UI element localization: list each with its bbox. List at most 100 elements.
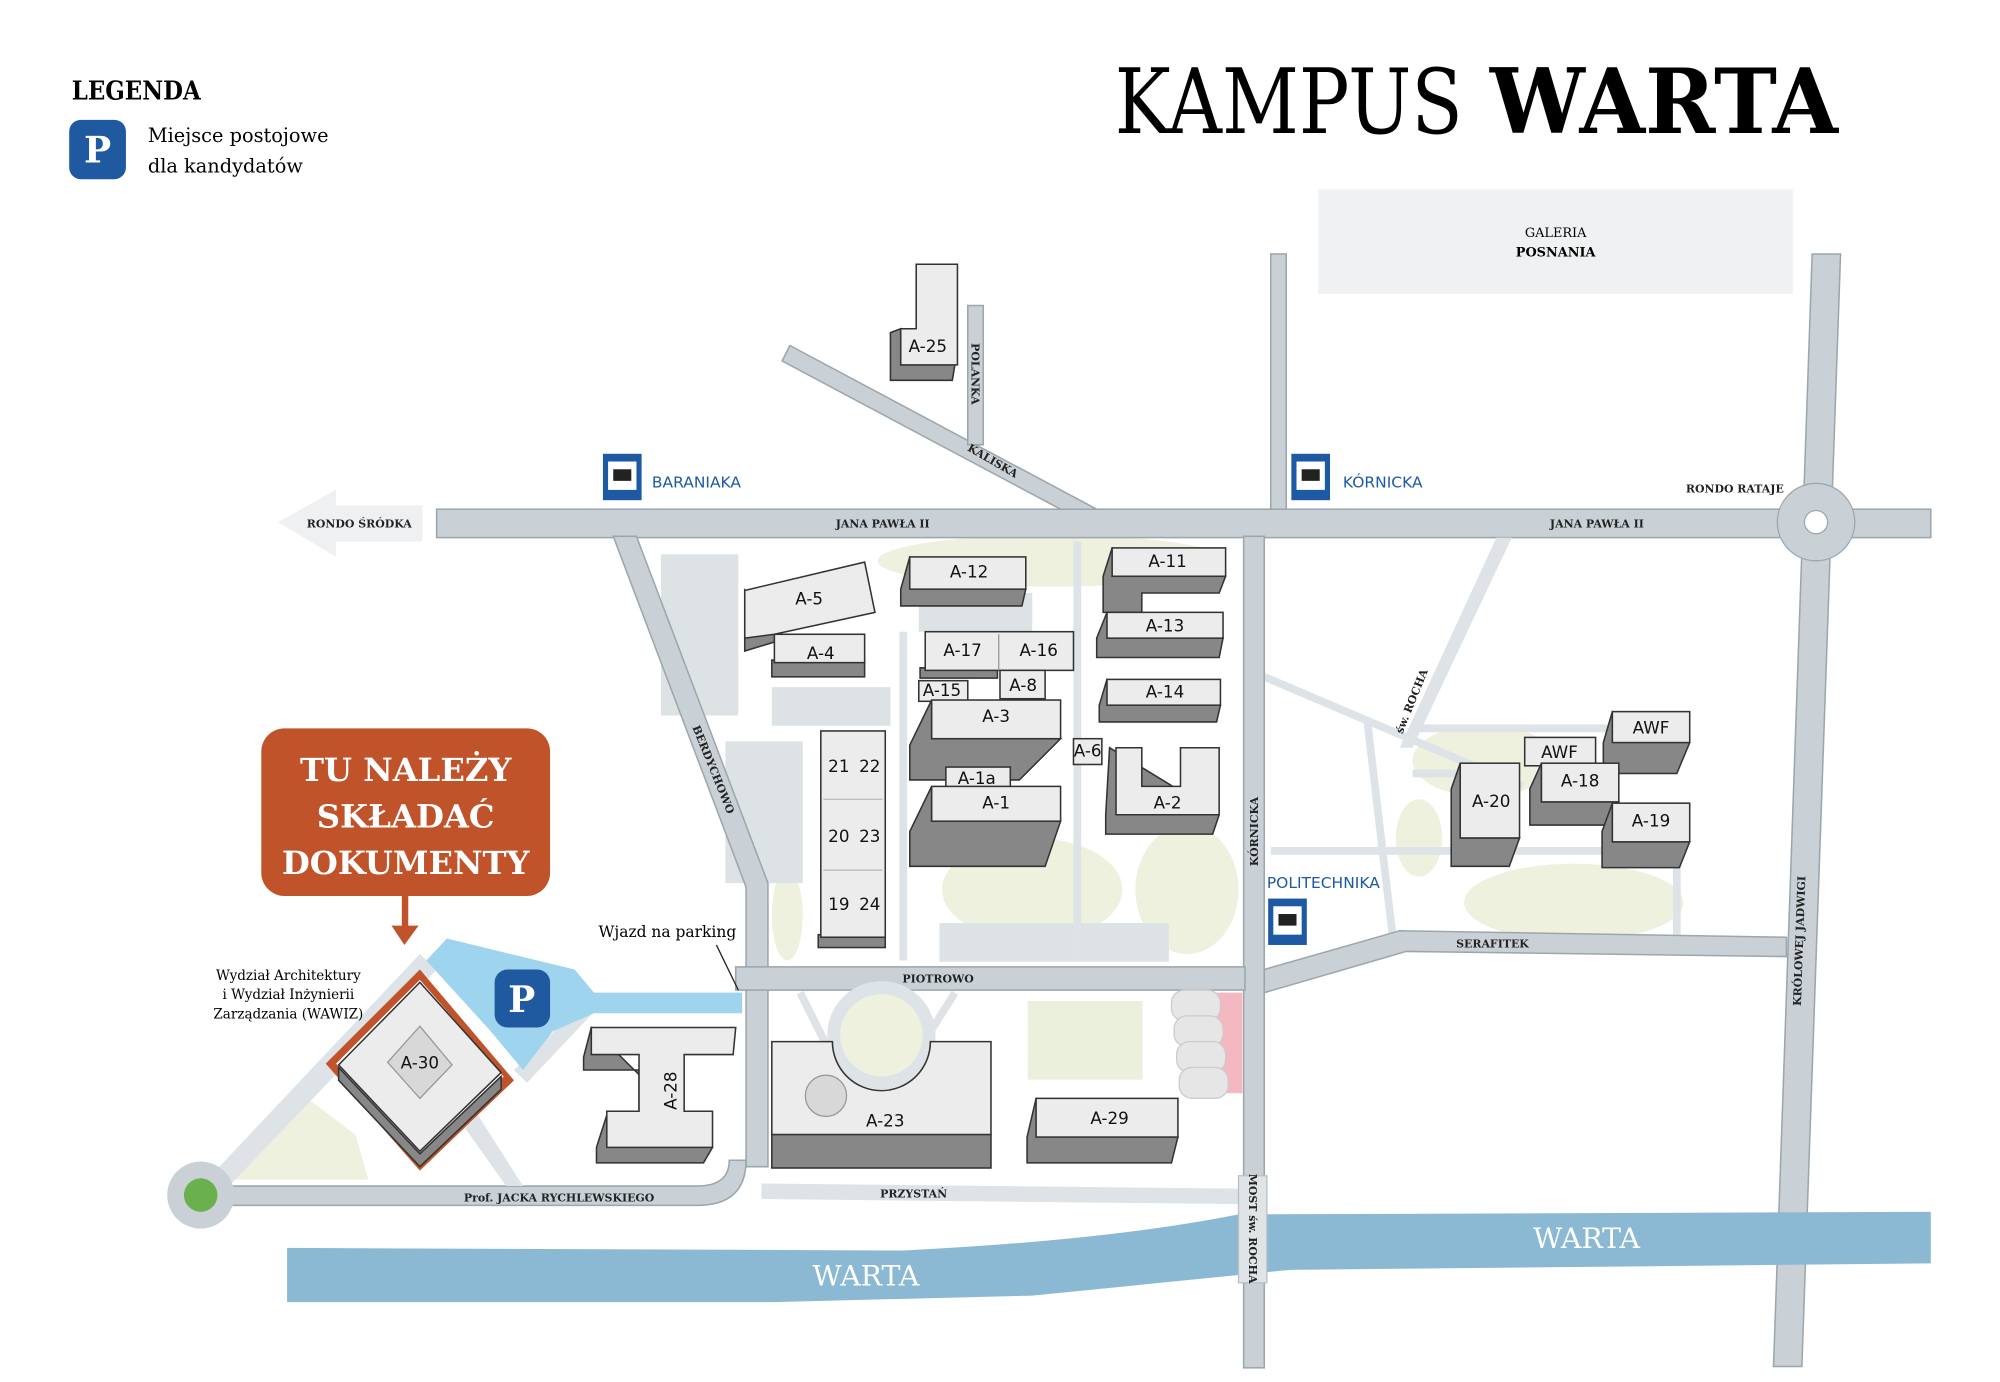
street-polanka: POLANKA (969, 343, 982, 405)
rondo-srodka-arrow: RONDO ŚRÓDKA (278, 489, 423, 557)
title-warta: WARTA (1489, 49, 1840, 155)
faculty-label-line3: Zarządzania (WAWIZ) (213, 1006, 363, 1022)
building-a6[interactable]: A-6 (1072, 737, 1103, 766)
svg-text:24: 24 (859, 894, 880, 914)
svg-text:A-5: A-5 (795, 589, 823, 609)
roundabout-green (183, 1178, 218, 1212)
legend-parking-line2: dla kandydatów (148, 155, 303, 178)
building-a1[interactable]: A-1 (908, 785, 1062, 868)
tram-stop-politechnika[interactable]: POLITECHNIKA (1267, 874, 1380, 945)
svg-text:A-19: A-19 (1632, 810, 1670, 830)
building-awf-1[interactable]: AWF (1523, 736, 1597, 767)
svg-text:A-1: A-1 (982, 792, 1010, 812)
svg-text:A-1a: A-1a (958, 768, 996, 788)
svg-text:A-28: A-28 (660, 1071, 680, 1109)
svg-text:DOKUMENTY: DOKUMENTY (282, 844, 531, 882)
parking-icon[interactable]: P (494, 969, 551, 1028)
svg-text:23: 23 (859, 826, 880, 846)
building-a21-a24[interactable]: 21 22 20 23 19 24 (817, 730, 887, 949)
parking-legend-icon: P (69, 119, 126, 180)
building-a4[interactable]: A-4 (771, 633, 866, 678)
title-kampus: KAMPUS (1115, 50, 1463, 155)
svg-text:A-13: A-13 (1146, 616, 1184, 636)
building-a17-a16[interactable]: A-17 A-16 (919, 630, 1075, 679)
svg-text:SKŁADAĆ: SKŁADAĆ (317, 798, 495, 836)
street-serafitek: SERAFITEK (1456, 938, 1529, 951)
building-awf-2[interactable]: AWF (1602, 710, 1691, 775)
svg-text:A-15: A-15 (923, 680, 961, 700)
svg-text:BARANIAKA: BARANIAKA (652, 473, 741, 491)
building-a18[interactable]: A-18 (1529, 762, 1620, 826)
posnania-label: POSNANIA (1516, 246, 1597, 261)
svg-text:TU NALEŻY: TU NALEŻY (300, 751, 512, 789)
svg-text:A-29: A-29 (1090, 1108, 1128, 1128)
most-sw-rocha (1237, 1175, 1268, 1284)
building-a1a[interactable]: A-1a (945, 766, 1012, 789)
roads (199, 253, 1932, 1369)
svg-text:A-14: A-14 (1146, 681, 1184, 701)
green-areas (232, 535, 1684, 1180)
building-a30[interactable]: A-30 (325, 969, 514, 1171)
building-a14[interactable]: A-14 (1098, 678, 1222, 723)
building-a19[interactable]: A-19 (1601, 802, 1691, 869)
street-krolowej-jadwigi: KRÓLOWEJ JADWIGI (1790, 876, 1809, 1006)
building-a3[interactable]: A-3 (908, 699, 1063, 781)
svg-text:A-23: A-23 (866, 1111, 904, 1131)
svg-text:A-11: A-11 (1148, 551, 1186, 571)
svg-text:A-18: A-18 (1561, 770, 1599, 790)
building-a29[interactable]: A-29 (1026, 1097, 1179, 1164)
building-a11[interactable]: A-11 (1102, 546, 1227, 614)
building-a25[interactable]: A-25 (889, 263, 959, 382)
callout-submit-documents: TU NALEŻY SKŁADAĆ DOKUMENTY (261, 728, 551, 945)
building-a23[interactable]: A-23 (771, 1040, 992, 1169)
legend-parking-line1: Miejsce postojowe (148, 124, 329, 147)
street-przystan: PRZYSTAŃ (880, 1187, 947, 1201)
callout-arrow (401, 895, 409, 929)
tram-stop-baraniaka[interactable]: BARANIAKA (602, 453, 741, 501)
svg-text:A-12: A-12 (950, 562, 988, 582)
svg-text:19: 19 (828, 894, 849, 914)
svg-text:A-3: A-3 (982, 706, 1010, 726)
svg-text:AWF: AWF (1633, 718, 1670, 738)
faculty-label-line1: Wydział Architektury (216, 968, 361, 984)
svg-text:AWF: AWF (1541, 742, 1578, 762)
street-kornicka: KÓRNICKA (1247, 796, 1261, 866)
svg-text:20: 20 (828, 826, 849, 846)
svg-text:P: P (84, 128, 111, 171)
street-jana-pawla-west: JANA PAWŁA II (835, 517, 930, 530)
street-rychlewskiego: Prof. JACKA RYCHLEWSKIEGO (464, 1192, 655, 1205)
river-label-west: WARTA (812, 1259, 919, 1292)
building-a2[interactable]: A-2 (1104, 746, 1221, 835)
svg-text:21: 21 (828, 756, 849, 776)
street-piotrowo: PIOTROWO (902, 972, 974, 985)
building-a8[interactable]: A-8 (999, 669, 1046, 700)
galeria-posnania-area (1318, 189, 1793, 294)
svg-text:A-30: A-30 (401, 1053, 439, 1073)
parking-entry-arrow (715, 944, 739, 991)
campus-paths (660, 541, 1681, 1072)
building-a20[interactable]: A-20 (1450, 762, 1521, 868)
building-a13[interactable]: A-13 (1095, 611, 1224, 659)
galeria-label: GALERIA (1525, 226, 1587, 241)
svg-text:A-20: A-20 (1472, 791, 1510, 811)
sports-field (1026, 999, 1144, 1081)
river-label-east: WARTA (1533, 1222, 1640, 1255)
svg-text:A-4: A-4 (807, 643, 835, 663)
building-a12[interactable]: A-12 (899, 555, 1027, 607)
svg-text:POLITECHNIKA: POLITECHNIKA (1267, 874, 1380, 892)
river-warta (287, 1211, 1931, 1303)
building-a28[interactable]: A-28 (582, 1025, 737, 1164)
street-jana-pawla-east: JANA PAWŁA II (1549, 517, 1644, 530)
svg-text:A-6: A-6 (1074, 741, 1102, 761)
svg-text:A-16: A-16 (1019, 640, 1057, 660)
tram-stop-kornicka[interactable]: KÓRNICKA (1291, 453, 1423, 501)
rondo-rataje-label: RONDO RATAJE (1686, 482, 1784, 495)
svg-text:RONDO ŚRÓDKA: RONDO ŚRÓDKA (307, 516, 412, 530)
svg-text:P: P (508, 978, 535, 1021)
legend-heading: LEGENDA (72, 76, 202, 106)
building-a5[interactable]: A-5 (743, 561, 876, 653)
svg-text:22: 22 (859, 756, 880, 776)
most-label: MOST św. ROCHA (1246, 1174, 1259, 1284)
building-a15[interactable]: A-15 (918, 679, 969, 703)
